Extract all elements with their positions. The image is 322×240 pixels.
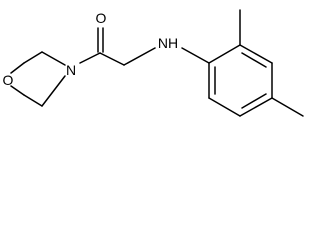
morpholine-nitrogen-label: N [66, 62, 76, 78]
bond-ring-c5-c6 [23, 94, 43, 107]
morpholine-oxygen-label: O [3, 72, 14, 88]
bond-para-methyl [271, 97, 304, 117]
bond-carbonyl-ch2 [99, 52, 125, 66]
bond-ring-c2-c3 [23, 51, 43, 64]
bonds [10, 9, 304, 117]
bond-nh-ring [181, 47, 210, 64]
bond-benzene-c5-c6 [208, 97, 241, 117]
bond-benzene-c2-c3-inner [241, 52, 267, 68]
bond-ch2-nh [123, 47, 156, 66]
bond-benzene-c4-c5 [239, 97, 273, 117]
bond-ring-c6-n [41, 75, 66, 107]
bond-benzene-c2-c3 [239, 44, 273, 64]
bond-n-carbonyl [79, 52, 101, 64]
bond-ring-c3-o [10, 62, 25, 74]
bond-benzene-c4-c5-inner [241, 93, 267, 109]
molecule-structure: O N O NH [3, 9, 304, 117]
atom-labels: O N O NH [3, 10, 179, 88]
bond-ring-n-c2 [41, 51, 66, 66]
carbonyl-oxygen-label: O [96, 10, 107, 26]
bond-benzene-c1-c2 [208, 44, 241, 64]
bond-ring-o-c5 [10, 85, 25, 96]
amine-label: NH [158, 35, 178, 51]
